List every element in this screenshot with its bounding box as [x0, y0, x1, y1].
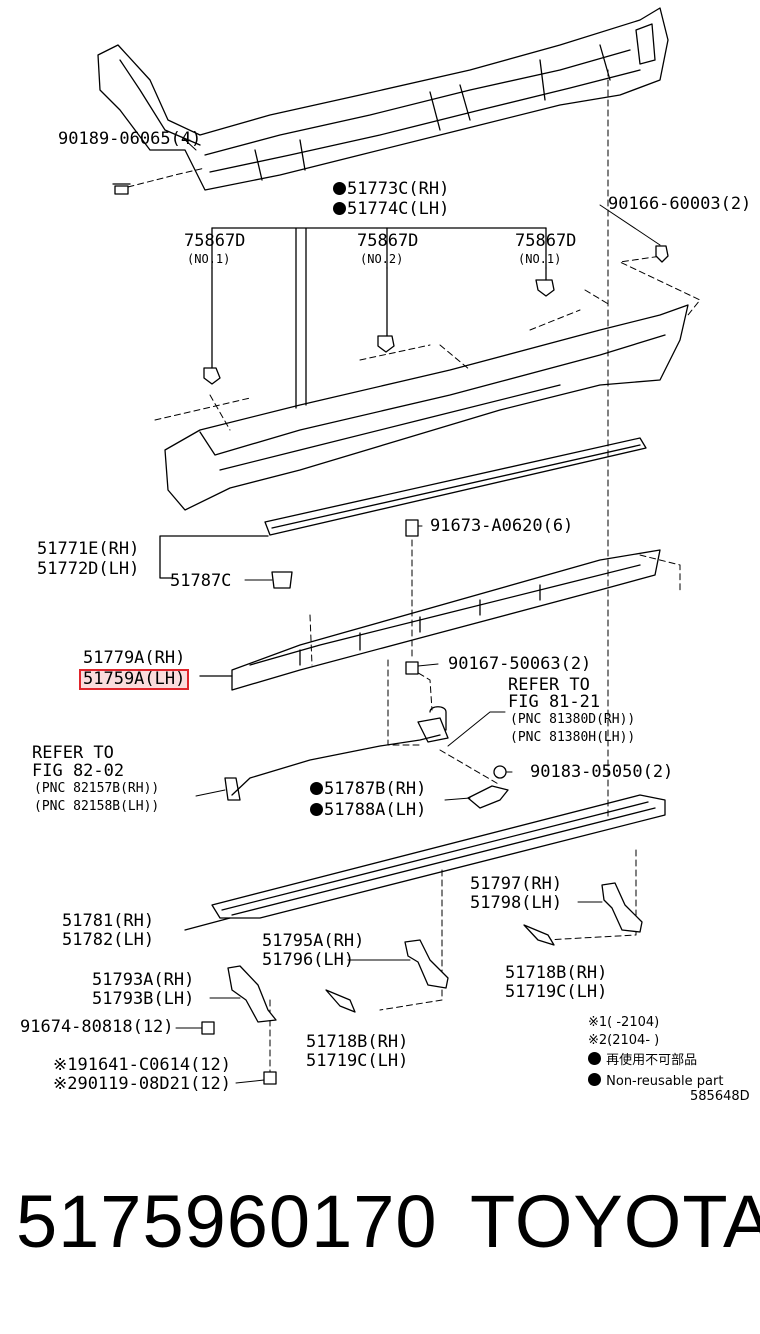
- label-refer-right-3: (PNC 81380D(RH)): [510, 712, 636, 727]
- label-stay-mid-rh: 51795A(RH): [262, 931, 365, 951]
- legend-nonreusable-en: Non-reusable part: [588, 1073, 723, 1088]
- label-clip-b: 75867D: [357, 231, 419, 251]
- label-rail-rh: 51781(RH): [62, 911, 155, 931]
- nonreusable-dot-icon: [588, 1073, 601, 1086]
- label-step-rh: 51771E(RH): [37, 539, 140, 559]
- label-bolt-top: 90189-06065(4): [58, 129, 202, 149]
- label-stay-mid-lh: 51796(LH): [262, 950, 355, 970]
- label-bracket-lh-highlighted[interactable]: 51759A(LH): [79, 669, 190, 690]
- label-stay-front-rh: 51793A(RH): [92, 970, 195, 990]
- parts-diagram: 90189-06065(4) 51773C(RH) 51774C(LH) 901…: [20, 7, 752, 1104]
- figure-code: 585648D: [690, 1089, 750, 1104]
- legend-nonreusable-jp: 再使用不可部品: [588, 1052, 697, 1067]
- label-refer-left-1: REFER TO: [32, 743, 114, 763]
- label-clip-c: 75867D: [515, 231, 577, 251]
- label-refer-right-2: FIG 81-21: [508, 692, 601, 712]
- molding-lh-text: 51774C(LH): [347, 199, 450, 219]
- label-holder-lh: 51788A(LH): [310, 802, 426, 819]
- rocker-reinforcement-drawing: [97, 7, 669, 191]
- label-nut-mid: 90167-50063(2): [448, 654, 592, 674]
- holder-lh-text: 51788A(LH): [324, 800, 427, 820]
- label-molding-lh: 51774C(LH): [333, 201, 449, 218]
- label-screw-step: 91673-A0620(6): [430, 516, 574, 536]
- label-clip-a-sub: (NO.1): [187, 252, 231, 266]
- label-clip-a: 75867D: [184, 231, 246, 251]
- label-refer-left-2: FIG 82-02: [32, 761, 125, 781]
- nonreusable-dot-icon: [333, 182, 346, 195]
- parts-drawing: [97, 7, 701, 1085]
- step-bracket-drawing: [199, 549, 661, 691]
- label-clip-b-sub: (NO.2): [360, 252, 404, 266]
- label-clip-small: 90183-05050(2): [530, 762, 674, 782]
- legend-nonreusable-jp-text: 再使用不可部品: [606, 1053, 698, 1068]
- legend-nonreusable-en-text: Non-reusable part: [606, 1074, 724, 1089]
- label-stay-front-lh: 51793B(LH): [92, 989, 195, 1009]
- label-bolt-note1: ※191641-C0614(12): [53, 1055, 232, 1075]
- label-molding-rh: 51773C(RH): [333, 181, 449, 198]
- label-pad-mid-lh: 51719C(LH): [306, 1051, 409, 1071]
- label-refer-right-1: REFER TO: [508, 675, 590, 695]
- footer-part-number: 5175960170: [16, 1180, 438, 1263]
- label-refer-left-4: (PNC 82158B(LH)): [34, 799, 160, 814]
- label-clip-step: 51787C: [170, 571, 232, 591]
- label-bolt-note2: ※290119-08D21(12): [53, 1074, 232, 1094]
- label-board-rh: 51797(RH): [470, 874, 563, 894]
- label-clip-top-right: 90166-60003(2): [608, 194, 752, 214]
- legend-note1: ※1( -2104): [588, 1015, 660, 1030]
- label-bracket-rh: 51779A(RH): [83, 648, 186, 668]
- label-board-lh: 51798(LH): [470, 893, 563, 913]
- label-refer-right-4: (PNC 81380H(LH)): [510, 730, 636, 745]
- label-rail-lh: 51782(LH): [62, 930, 155, 950]
- label-step-lh: 51772D(LH): [37, 559, 140, 579]
- footer-brand: TOYOTA: [470, 1180, 760, 1263]
- harness-drawing: [224, 706, 509, 809]
- running-board-drawing: [184, 794, 666, 931]
- step-plate-drawing: [159, 437, 647, 579]
- label-pad-right-rh: 51718B(RH): [505, 963, 608, 983]
- stay-drawings: [227, 882, 643, 1023]
- molding-rh-text: 51773C(RH): [347, 179, 450, 199]
- label-pad-mid-rh: 51718B(RH): [306, 1032, 409, 1052]
- label-refer-left-3: (PNC 82157B(RH)): [34, 781, 160, 796]
- nonreusable-dot-icon: [310, 782, 323, 795]
- nonreusable-dot-icon: [588, 1052, 601, 1065]
- label-holder-rh: 51787B(RH): [310, 781, 426, 798]
- label-clip-c-sub: (NO.1): [518, 252, 562, 266]
- label-bolt-front: 91674-80818(12): [20, 1017, 174, 1037]
- label-pad-right-lh: 51719C(LH): [505, 982, 608, 1002]
- rocker-molding-drawing: [164, 227, 689, 511]
- nonreusable-dot-icon: [333, 202, 346, 215]
- legend-note2: ※2(2104- ): [588, 1033, 660, 1048]
- nonreusable-dot-icon: [310, 803, 323, 816]
- holder-rh-text: 51787B(RH): [324, 779, 427, 799]
